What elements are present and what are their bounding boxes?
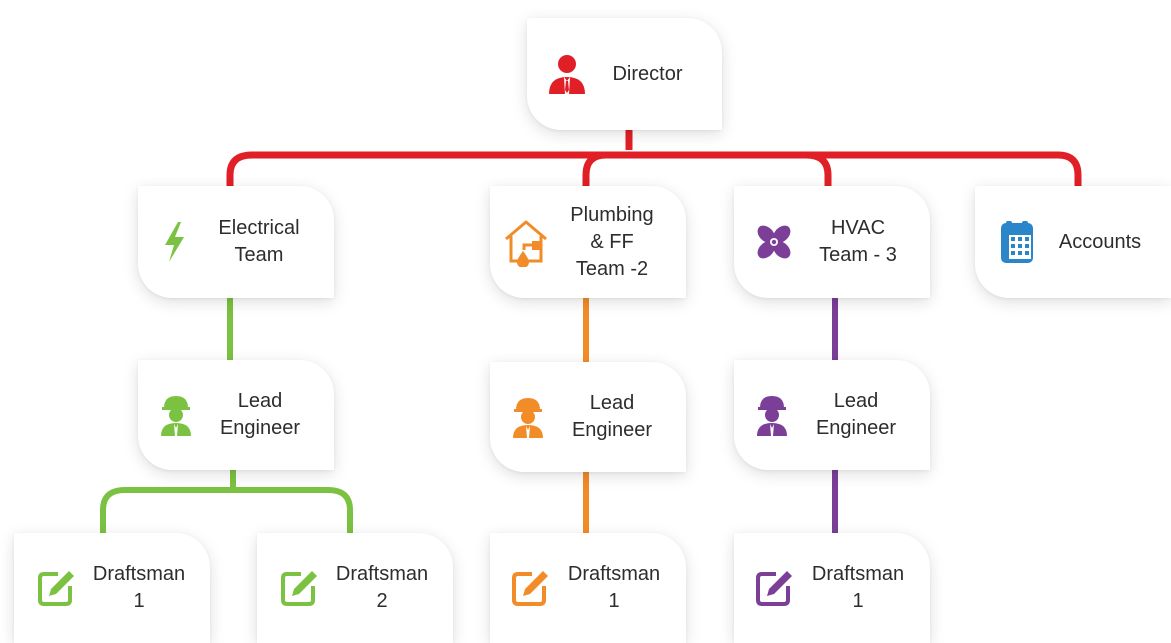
hvac-team-node: HVAC Team - 3 [734,186,930,298]
plumbing-team-node: Plumbing & FF Team -2 [490,186,686,298]
electrical-draftsman-2-label: Draftsman 2 [335,563,429,612]
engineer-helmet-icon [748,393,796,437]
hvac-draftsman-node: Draftsman 1 [734,533,930,643]
plumbing-drop-connector [582,151,607,190]
engineer-helmet-icon [152,393,200,437]
electrical-draftsman-connector [100,470,353,535]
electrical-team-label: Electrical Team [218,217,300,266]
accounts-label: Accounts [1058,230,1142,253]
plumbing-draftsman-node: Draftsman 1 [490,533,686,643]
electrical-draftsman-1-node: Draftsman 1 [14,533,210,643]
electrical-lead-engineer-label: Lead Engineer [219,390,301,439]
fan-icon [748,219,800,265]
edit-pencil-icon [750,568,798,608]
engineer-helmet-icon [504,395,552,439]
plumbing-lead-engineer-node: Lead Engineer [490,362,686,472]
plumbing-draftsman-label: Draftsman 1 [567,563,661,612]
electrical-lead-engineer-node: Lead Engineer [138,360,334,470]
director-node: Director [527,18,722,130]
calculator-icon [993,219,1041,265]
electrical-team-node: Electrical Team [138,186,334,298]
department-connector [226,151,1082,190]
electrical-draftsman-1-label: Draftsman 1 [92,563,186,612]
edit-pencil-icon [275,568,323,608]
hvac-draftsman-label: Draftsman 1 [811,563,905,612]
plumbing-lead-engineer-label: Lead Engineer [571,392,653,441]
hvac-team-label: HVAC Team - 3 [819,217,897,266]
hvac-lead-engineer-label: Lead Engineer [815,390,897,439]
plumbing-team-label: Plumbing & FF Team -2 [570,203,654,280]
house-water-drop-icon [500,217,552,267]
hvac-drop-connector [805,151,832,190]
director-label: Director [612,62,683,85]
edit-pencil-icon [506,568,554,608]
person-tie-icon [543,52,591,96]
electrical-draftsman-2-node: Draftsman 2 [257,533,453,643]
edit-pencil-icon [32,568,80,608]
accounts-node: Accounts [975,186,1171,298]
hvac-lead-engineer-node: Lead Engineer [734,360,930,470]
lightning-bolt-icon [150,220,198,264]
